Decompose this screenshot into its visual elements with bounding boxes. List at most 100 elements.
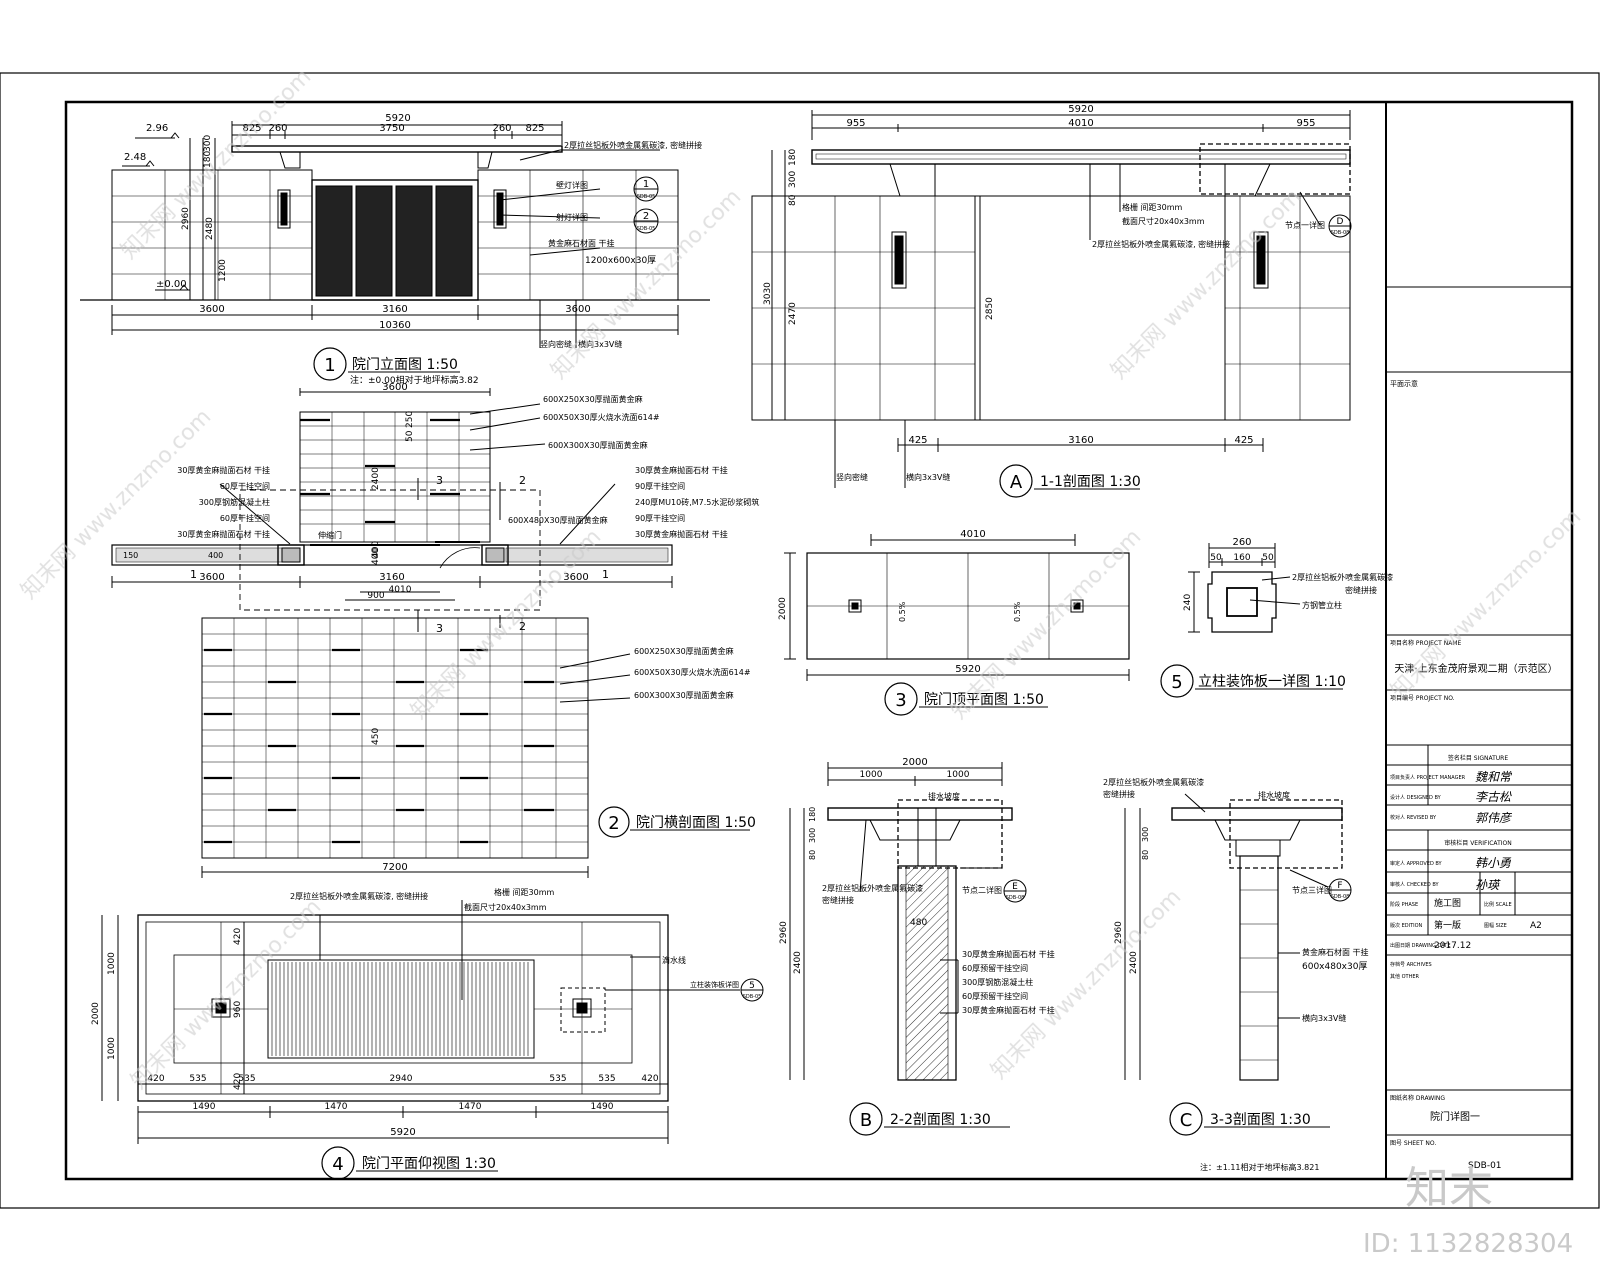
dim: 3600 xyxy=(563,572,588,583)
callout: 节点一详图 xyxy=(1285,220,1325,230)
drawing-name: 院门详图一 xyxy=(1430,1110,1480,1123)
signature: 郭伟彦 xyxy=(1475,811,1513,825)
section-A xyxy=(751,110,1352,498)
view-title: 立柱装饰板一详图 1:10 xyxy=(1198,674,1346,690)
callout: 立柱装饰板详图 xyxy=(690,980,739,989)
dim: 3160 xyxy=(379,572,404,583)
dim: 1000 xyxy=(947,770,970,780)
callout: 密缝拼接 xyxy=(1345,585,1377,595)
dim: 3160 xyxy=(1068,435,1093,446)
ref-num: F xyxy=(1337,881,1342,891)
dim: 80 xyxy=(788,194,798,206)
view-number: A xyxy=(1010,472,1023,493)
layer-note: 300厚钢筋混凝土柱 xyxy=(962,977,1033,987)
dim: 5920 xyxy=(1068,104,1093,115)
dim: 2960 xyxy=(779,921,789,944)
callout: 600x480x30厚 xyxy=(1302,961,1367,972)
dim: 2960 xyxy=(1114,921,1124,944)
dim: 535 xyxy=(549,1074,566,1084)
dim: 80 xyxy=(1141,850,1150,860)
callout: 排水坡度 xyxy=(1258,790,1290,800)
view-number: B xyxy=(860,1110,872,1131)
material-note: 600X300X30厚抛面黄金麻 xyxy=(548,440,648,450)
view-number: 4 xyxy=(332,1154,343,1175)
dim: 535 xyxy=(238,1074,255,1084)
dim: 300 xyxy=(788,171,798,188)
ref-sheet: SDB-08 xyxy=(1006,895,1025,901)
tb-label: 出图日期 DRAWING DATE xyxy=(1390,942,1451,949)
tb-label: 校对人 REVISED BY xyxy=(1390,814,1437,821)
outer-frame xyxy=(0,72,1600,1209)
callout: 2厚拉丝铝板外喷金属氟碳漆 xyxy=(1292,572,1393,582)
dim: 160 xyxy=(1233,553,1250,563)
signature: 魏和常 xyxy=(1475,770,1513,784)
dim: 180 xyxy=(203,151,213,168)
dim: 7200 xyxy=(382,862,407,873)
dim: 1200 xyxy=(218,259,228,282)
dim: 2480 xyxy=(205,217,215,240)
signature: 李古松 xyxy=(1475,790,1512,804)
dim: 150 xyxy=(123,551,138,560)
dim: 2000 xyxy=(778,597,788,620)
level: 2.96 xyxy=(146,123,168,134)
ref-num: E xyxy=(1012,882,1018,892)
dim: 2400 xyxy=(1129,951,1139,974)
dim: 300 xyxy=(203,135,213,152)
view-number: 5 xyxy=(1171,672,1182,693)
tb-value: 施工图 xyxy=(1434,897,1461,909)
drawing-note: 注：±1.11相对于地坪标高3.821 xyxy=(1200,1162,1319,1172)
watermark-tile: 知末网 www.znzmo.com xyxy=(127,894,327,1094)
tb-label: 阶段 PHASE xyxy=(1390,901,1418,908)
material-note: 600X250X30厚抛面黄金麻 xyxy=(634,646,734,656)
layer-note: 30厚黄金麻抛面石材 干挂 xyxy=(635,465,728,475)
callout: 密缝拼接 xyxy=(1103,789,1135,799)
dim: 180 xyxy=(788,149,798,166)
callout: 方钢管立柱 xyxy=(1302,600,1342,610)
level: 2.48 xyxy=(124,152,146,163)
dim: 4010 xyxy=(960,529,985,540)
tb-label: 设计人 DESIGNED BY xyxy=(1390,794,1442,801)
dim: 3600 xyxy=(382,382,407,393)
dim: 50 xyxy=(1210,553,1222,563)
layer-note: 90厚干挂空间 xyxy=(635,481,685,491)
dim: 960 xyxy=(233,1001,243,1018)
layer-note: 30厚黄金麻抛面石材 干挂 xyxy=(635,529,728,539)
layer-note: 300厚钢筋混凝土柱 xyxy=(199,497,270,507)
roof-plan-3-text: 4010 5920 2000 0.5% 0.5% 3 院门顶平面图 1:50 xyxy=(778,529,1044,711)
plan-2-text: 3600 250 50 2400 400 600X250X30厚抛面黄金麻 60… xyxy=(123,382,759,873)
dim: 425 xyxy=(1234,435,1253,446)
view-number: 3 xyxy=(895,690,906,711)
callout: 2厚拉丝铝板外喷金属氟碳漆, 密缝拼接 xyxy=(290,891,428,901)
detail-5-text: 260 50 160 50 240 2厚拉丝铝板外喷金属氟碳漆 密缝拼接 方钢管… xyxy=(1171,537,1393,693)
watermark-tile: 知末网 www.znzmo.com xyxy=(947,524,1147,724)
level: ±0.00 xyxy=(156,279,187,290)
dim: 80 xyxy=(808,850,817,860)
layer-note: 240厚MU10砖,M7.5水泥砂浆砌筑 xyxy=(635,497,759,507)
dim: 1470 xyxy=(459,1102,482,1112)
tb-label: 审核栏目 VERIFICATION xyxy=(1444,839,1511,847)
dim: 2940 xyxy=(390,1074,413,1084)
dim: 3030 xyxy=(763,282,773,305)
section-mark: 2 xyxy=(519,620,526,633)
callout: 横向3x3V缝 xyxy=(578,339,622,349)
tb-label: 图号 SHEET NO. xyxy=(1390,1140,1436,1147)
callout: 密缝拼接 xyxy=(822,895,854,905)
dim: 420 xyxy=(641,1074,658,1084)
layer-note: 30厚黄金麻抛面石材 干挂 xyxy=(962,949,1055,959)
project-name: 天津·上东金茂府景观二期（示范区） xyxy=(1394,662,1557,675)
callout: 格栅 间距30mm xyxy=(1122,202,1183,212)
tb-value: 第一版 xyxy=(1434,919,1461,931)
tb-value: A2 xyxy=(1530,921,1542,931)
callout: 节点三详图 xyxy=(1292,885,1332,895)
slope: 0.5% xyxy=(898,601,907,622)
tb-label: 审定人 APPROVED BY xyxy=(1390,860,1443,867)
dim: 3160 xyxy=(382,304,407,315)
callout: 横向3x3V缝 xyxy=(906,472,950,482)
layer-note: 30厚黄金麻抛面石材 干挂 xyxy=(177,529,270,539)
signature: 韩小勇 xyxy=(1475,856,1512,870)
section-C xyxy=(1124,793,1352,1136)
view-title: 院门横剖面图 1:50 xyxy=(636,815,756,831)
dim: 420 xyxy=(233,928,243,945)
tb-label: 项目编号 PROJECT NO. xyxy=(1390,694,1455,702)
section-mark: 3 xyxy=(436,622,443,635)
